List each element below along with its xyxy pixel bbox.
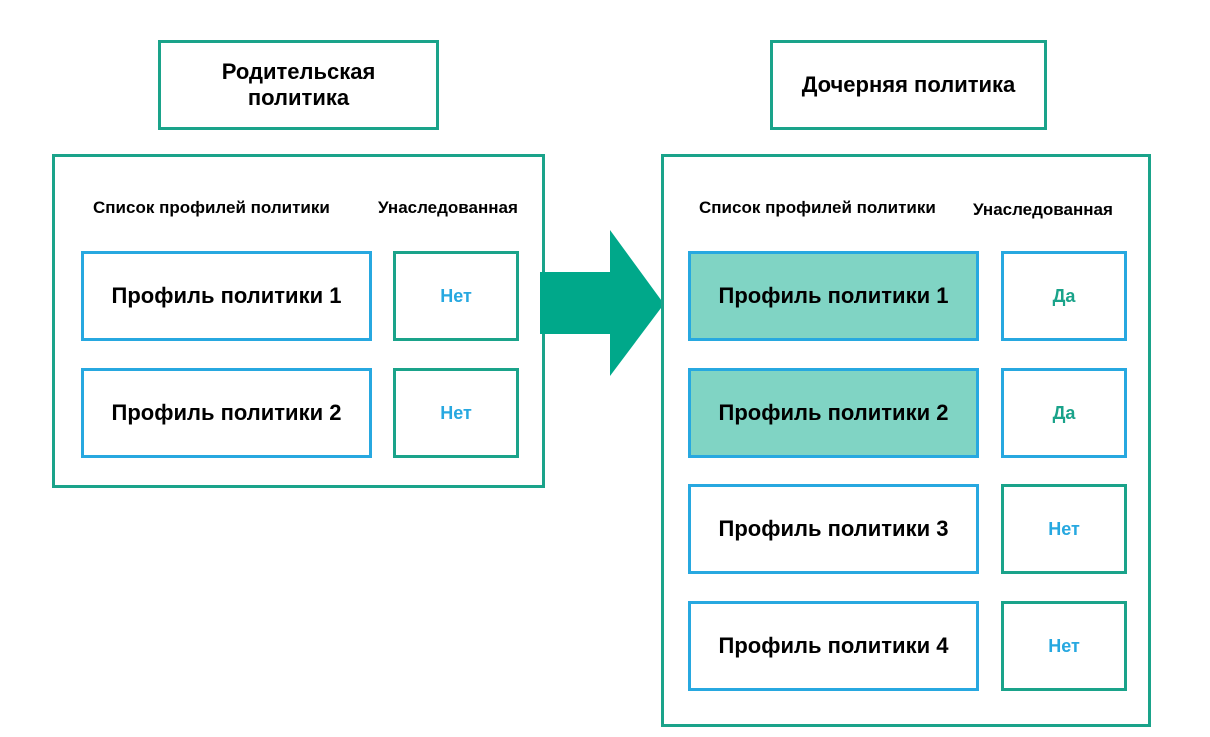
child-policy-title-text: Дочерняя политика	[801, 72, 1016, 97]
parent-profile-2: Профиль политики 2	[81, 368, 372, 458]
child-profile-1: Профиль политики 1	[688, 251, 979, 341]
parent-inherited-1: Нет	[393, 251, 519, 341]
child-profile-3: Профиль политики 3	[688, 484, 979, 574]
child-inherited-4: Нет	[1001, 601, 1127, 691]
child-inherited-3: Нет	[1001, 484, 1127, 574]
child-profile-2: Профиль политики 2	[688, 368, 979, 458]
parent-inherited-2: Нет	[393, 368, 519, 458]
child-policy-title: Дочерняя политика	[770, 40, 1047, 130]
parent-policy-title-text: Родительская политика	[221, 59, 376, 110]
child-profile-4: Профиль политики 4	[688, 601, 979, 691]
parent-inherited-header: Унаследованная	[378, 198, 518, 217]
child-inherited-1: Да	[1001, 251, 1127, 341]
parent-profiles-header: Список профилей политики	[93, 198, 330, 217]
child-profiles-header: Список профилей политики	[699, 198, 936, 217]
child-inherited-header: Унаследованная	[973, 200, 1113, 219]
parent-policy-title: Родительская политика	[158, 40, 439, 130]
child-inherited-2: Да	[1001, 368, 1127, 458]
parent-profile-1: Профиль политики 1	[81, 251, 372, 341]
inheritance-arrow-icon	[540, 230, 664, 376]
arrow-shape	[540, 230, 664, 376]
child-policy-panel	[661, 154, 1151, 727]
